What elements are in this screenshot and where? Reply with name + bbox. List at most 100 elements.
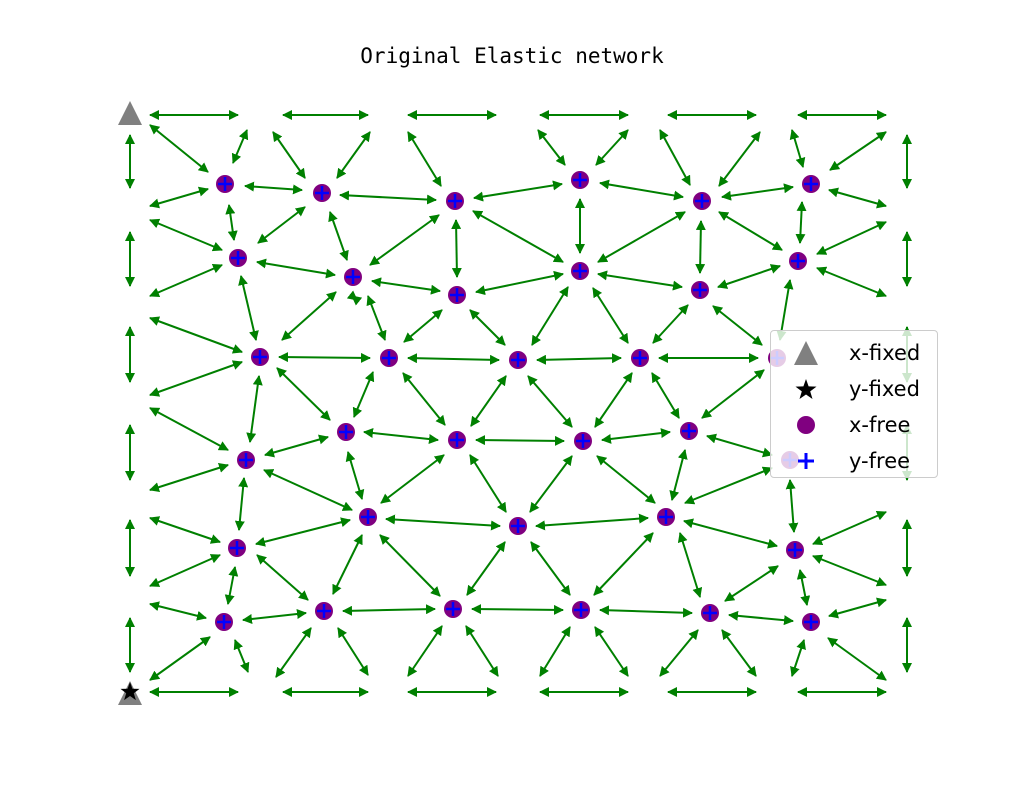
spring-edge bbox=[336, 131, 371, 179]
spring-edge bbox=[597, 270, 683, 291]
free-node bbox=[337, 423, 355, 441]
free-node bbox=[251, 348, 269, 366]
spring-edge bbox=[795, 201, 807, 244]
spring-edge bbox=[149, 186, 209, 209]
spring-edge bbox=[816, 266, 887, 298]
legend-item-y-fixed: y-fixed bbox=[771, 371, 937, 407]
free-node bbox=[789, 252, 807, 270]
spring-edge bbox=[149, 554, 221, 587]
spring-edge bbox=[659, 629, 699, 677]
legend-item-y-free: y-free bbox=[771, 443, 937, 479]
spring-edge bbox=[281, 291, 337, 341]
spring-edge bbox=[149, 316, 243, 354]
spring-edge bbox=[601, 428, 671, 444]
free-node bbox=[631, 349, 649, 367]
chart-title: Original Elastic network bbox=[360, 44, 664, 68]
free-node bbox=[574, 432, 592, 450]
spring-edge bbox=[466, 541, 506, 596]
spring-edge bbox=[369, 214, 440, 266]
spring-edge bbox=[472, 210, 564, 263]
spring-edge bbox=[231, 129, 249, 164]
spring-edge bbox=[451, 219, 462, 278]
spring-edge bbox=[537, 129, 566, 166]
free-node bbox=[786, 541, 804, 559]
star-icon bbox=[795, 379, 817, 399]
spring-edge bbox=[827, 637, 887, 681]
spring-edge bbox=[724, 565, 779, 602]
free-node bbox=[237, 451, 255, 469]
spring-edge bbox=[332, 534, 363, 595]
legend: x-fixed y-fixed x-free y-free bbox=[770, 330, 938, 478]
spring-edge bbox=[363, 427, 439, 445]
spring-edge bbox=[380, 454, 445, 504]
spring-edge bbox=[475, 435, 565, 446]
legend-label-y-free: y-free bbox=[849, 449, 911, 473]
spring-edge bbox=[149, 516, 221, 544]
spring-edge bbox=[651, 372, 680, 419]
spring-edge bbox=[233, 639, 250, 673]
free-node bbox=[509, 517, 527, 535]
spring-edge bbox=[407, 625, 443, 677]
x-fixed-node bbox=[118, 101, 142, 125]
spring-edge bbox=[812, 511, 887, 545]
free-node bbox=[571, 262, 589, 280]
spring-edge bbox=[149, 124, 209, 173]
spring-edge bbox=[527, 375, 573, 428]
legend-label-x-fixed: x-fixed bbox=[849, 341, 921, 365]
spring-edge bbox=[264, 434, 329, 458]
y-fixed-node bbox=[120, 682, 140, 701]
spring-edge bbox=[149, 263, 223, 298]
spring-edge bbox=[371, 277, 441, 295]
spring-edge bbox=[256, 554, 309, 601]
spring-edge bbox=[701, 369, 765, 419]
free-node bbox=[315, 602, 333, 620]
spring-edge bbox=[659, 129, 691, 186]
free-node bbox=[380, 349, 398, 367]
free-node bbox=[359, 508, 377, 526]
spring-edge bbox=[352, 371, 375, 418]
spring-edge bbox=[345, 451, 365, 500]
spring-edge bbox=[828, 187, 887, 209]
spring-edge bbox=[829, 131, 887, 171]
spring-edge bbox=[225, 204, 238, 241]
spring-edge bbox=[328, 211, 349, 261]
spring-edge bbox=[712, 305, 763, 346]
spring-edge bbox=[339, 190, 437, 205]
free-node bbox=[344, 268, 362, 286]
spring-edge bbox=[407, 131, 442, 187]
spring-edge bbox=[599, 179, 684, 201]
free-node bbox=[448, 286, 466, 304]
spring-edge bbox=[473, 180, 563, 202]
spring-edge bbox=[593, 532, 654, 596]
spring-edge bbox=[812, 554, 887, 587]
spring-edge bbox=[596, 455, 656, 504]
spring-edge bbox=[257, 206, 306, 244]
circle-icon bbox=[797, 416, 815, 434]
free-node bbox=[802, 613, 820, 631]
spring-edge bbox=[721, 629, 757, 677]
free-node bbox=[657, 508, 675, 526]
spring-edge bbox=[263, 469, 353, 511]
free-node bbox=[701, 604, 719, 622]
spring-edge bbox=[535, 513, 649, 531]
spring-edge bbox=[695, 220, 706, 274]
spring-edge bbox=[403, 309, 443, 343]
spring-edge bbox=[366, 295, 387, 341]
spring-edge bbox=[721, 183, 794, 201]
spring-edge bbox=[272, 131, 306, 179]
spring-edge bbox=[592, 287, 629, 344]
spring-edge bbox=[402, 372, 446, 426]
free-node bbox=[448, 431, 466, 449]
legend-item-x-fixed: x-fixed bbox=[771, 335, 937, 371]
spring-edge bbox=[275, 627, 312, 678]
spring-edge bbox=[595, 129, 629, 166]
network-nodes bbox=[118, 101, 820, 705]
spring-edge bbox=[149, 407, 229, 451]
spring-edges bbox=[125, 110, 912, 697]
spring-edge bbox=[256, 258, 336, 279]
spring-edge bbox=[718, 211, 783, 251]
spring-edge bbox=[785, 479, 799, 533]
free-node bbox=[313, 184, 331, 202]
spring-edge bbox=[407, 353, 500, 365]
free-node bbox=[215, 613, 233, 631]
